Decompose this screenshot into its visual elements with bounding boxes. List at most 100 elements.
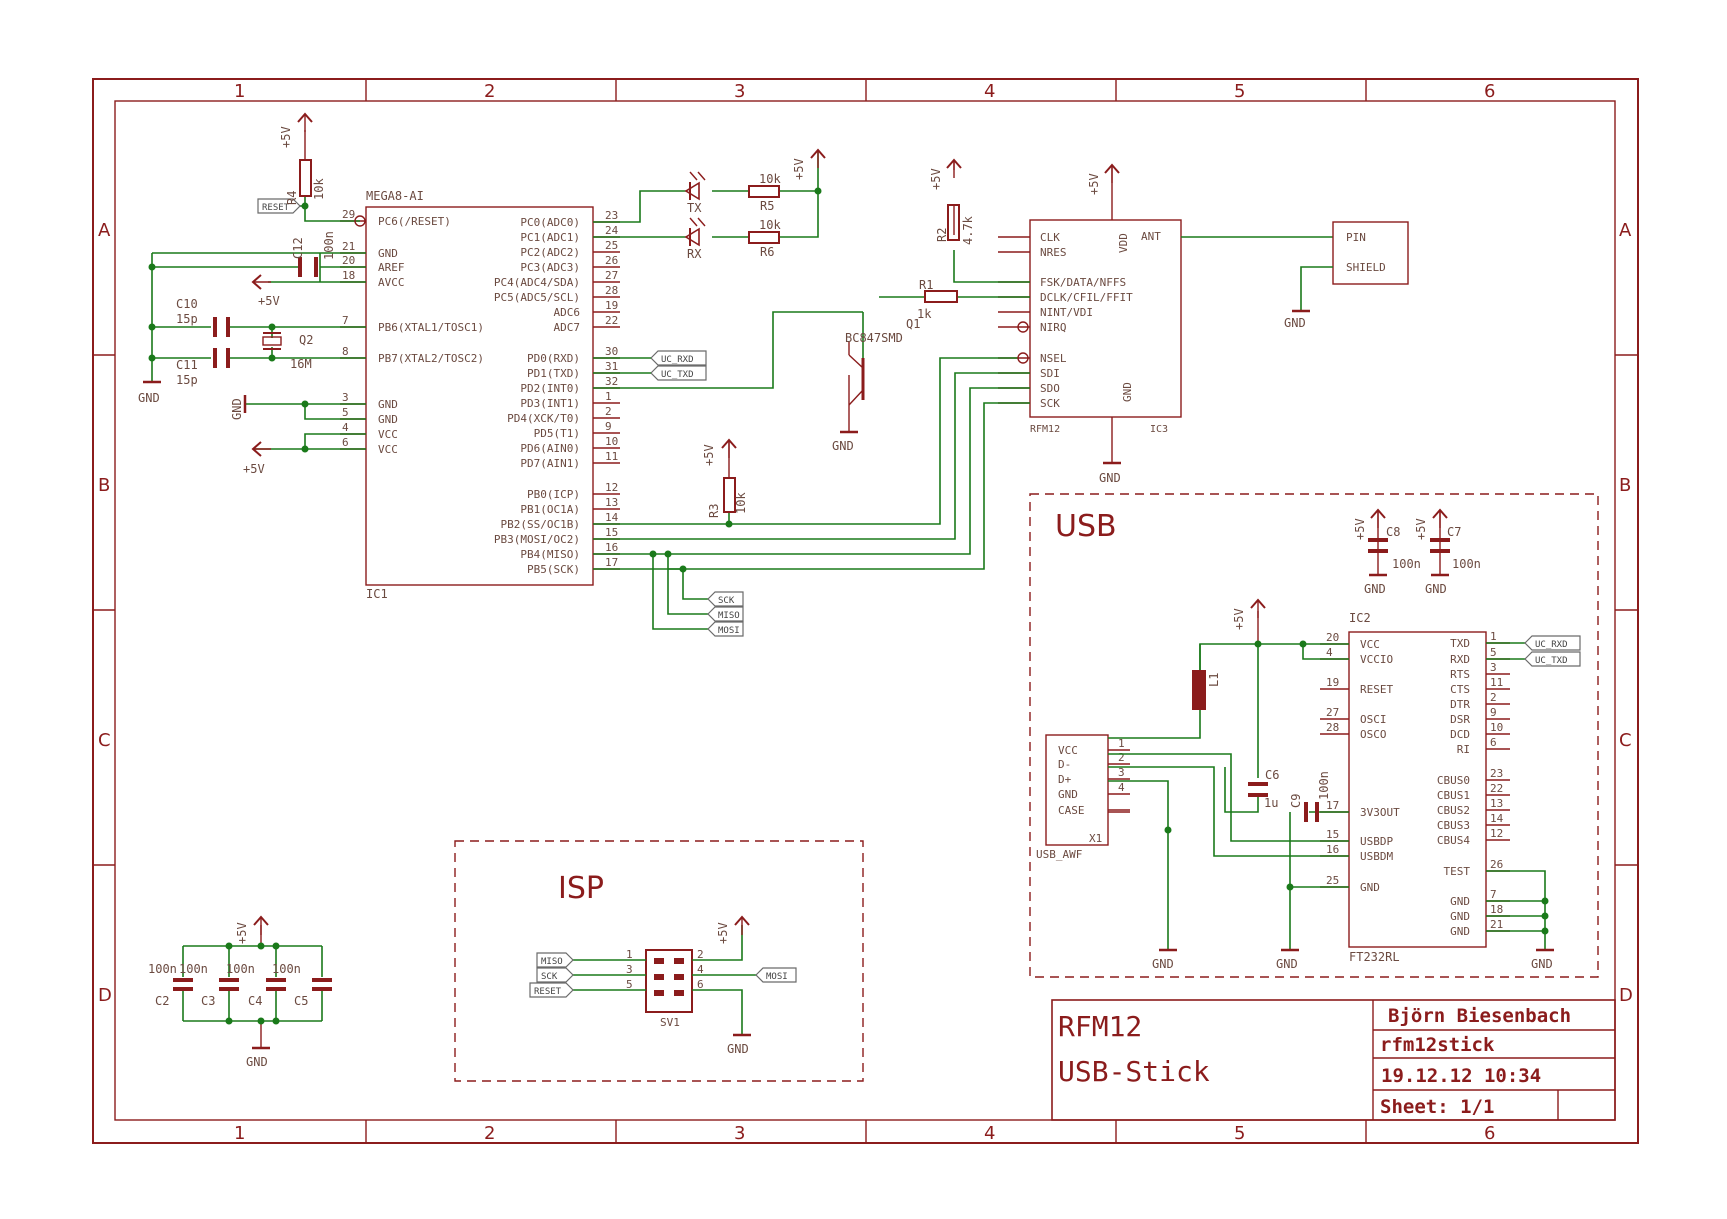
frame-col-label-top: 3 [734,81,745,102]
x1-name-label: X1 [1089,832,1102,845]
r6-value: 10k [759,218,781,232]
decoupling-cap-value: 100n [148,962,177,976]
ic1-pin-number: 4 [342,421,349,434]
sheet-number: Sheet: 1/1 [1380,1096,1494,1118]
gnd-supply-symbol: GND [1099,461,1121,485]
ic1-pin-name: PD4(XCK/T0) [507,412,580,425]
wire-junction [268,354,276,362]
decoupling-cap-name: C5 [294,994,308,1008]
gnd-supply-symbol: GND [1152,948,1177,971]
ic1-pin-name: PB6(XTAL1/TOSC1) [378,321,484,334]
isp-section-title: ISP [558,871,604,906]
net-label-uc-txd: UC_TXD [650,365,707,381]
vcc-label: +5V [258,294,280,308]
vcc-label: +5V [792,158,806,180]
ic1-pin-name: ADC6 [554,306,581,319]
vcc-supply-symbol: +5V [792,148,826,180]
ic2-pin-number: 17 [1326,799,1339,812]
c9-name: C9 [1289,794,1303,808]
vcc-supply-symbol: +5V [279,112,313,148]
ic2-pin-number: 23 [1490,767,1503,780]
x1-pin-number: 1 [1118,737,1125,750]
date-stamp: 19.12.12 10:34 [1381,1065,1541,1087]
project-subtitle: USB-Stick [1058,1055,1210,1088]
ic1-part-label: MEGA8-AI [366,189,424,203]
ic1-pin-name: GND [378,398,398,411]
gnd-label: GND [138,391,160,405]
ic2-ft232rl: IC2 FT232RL 20VCC4VCCIO19RESET27OSCI28OS… [1320,611,1510,964]
net-label-sck: SCK [707,591,744,607]
ic1-pin-name: PD2(INT0) [520,382,580,395]
ic1-pin-number: 15 [605,526,618,539]
frame-col-label-bottom: 6 [1484,1123,1495,1144]
vcc-supply-symbol: +5V [1353,508,1386,540]
ic1-pin-name: PB5(SCK) [527,563,580,576]
ic1-pin-number: 27 [605,269,618,282]
x1-pin-number: 2 [1118,751,1125,764]
q2-value: 16M [290,357,312,371]
author-name: Björn Biesenbach [1388,1005,1571,1027]
wire-junction [1164,826,1172,834]
ic1-pin-name: PD7(AIN1) [520,457,580,470]
svg-text:SCK: SCK [718,596,735,606]
vcc-label: +5V [1087,173,1101,195]
wire-junction [301,445,309,453]
sv1-pin-number: 3 [626,963,633,976]
c9-value: 100n [1317,771,1331,800]
frame-col-label-top: 2 [484,81,495,102]
gnd-label: GND [1284,316,1306,330]
q2-name: Q2 [299,333,313,347]
decoupling-cap-name: C4 [248,994,262,1008]
ic3-gnd-label: GND [1121,382,1134,402]
net-label-miso: MISO [536,952,574,968]
frame-row-label-left: A [98,220,111,241]
ic2-pin-name: RTS [1450,668,1470,681]
ic2-pin-name: GND [1450,895,1470,908]
r4-value: 10k [312,178,326,200]
ic1-pin-number: 24 [605,224,619,237]
gnd-label: GND [230,398,244,420]
ic2-pin-number: 12 [1490,827,1503,840]
ic1-pin-number: 7 [342,314,349,327]
wire-junction [1541,912,1549,920]
svg-text:MISO: MISO [718,611,740,621]
c7-value: 100n [1452,557,1481,571]
ic2-pin-name: CBUS2 [1437,804,1470,817]
ic2-pin-name: CBUS1 [1437,789,1470,802]
gnd-supply-symbol: GND [1276,948,1299,971]
r5-value: 10k [759,172,781,186]
gnd-supply-symbol: GND [1364,573,1387,596]
wire-junction [272,942,280,950]
ic1-pin-number: 21 [342,240,355,253]
ic2-part-label: FT232RL [1349,950,1400,964]
x1-pin-name: VCC [1058,744,1078,757]
wire-junction [225,942,233,950]
vcc-supply-symbol: +5V [1414,508,1448,540]
wire-junction [814,187,822,195]
r4-name: R4 [285,191,299,205]
ic1-pin-number: 23 [605,209,618,222]
ic1-pin-name: PC6(/RESET) [378,215,451,228]
ic1-pin-name: PD5(T1) [534,427,580,440]
svg-text:UC_TXD: UC_TXD [1535,656,1568,666]
wire-junction [148,263,156,271]
gnd-label: GND [1425,582,1447,596]
ic2-pin-name: USBDP [1360,835,1393,848]
c11-name: C11 [176,358,198,372]
vcc-supply-symbol: +5V [702,438,737,466]
gnd-supply-symbol: GND [246,1046,270,1069]
ic1-pin-number: 20 [342,254,355,267]
wire-junction [272,1017,280,1025]
gnd-supply-symbol: GND [1284,309,1310,330]
ic2-pin-number: 6 [1490,736,1497,749]
c8-name: C8 [1386,525,1400,539]
gnd-label: GND [832,439,854,453]
vcc-label: +5V [243,462,265,476]
x1-pin-name: GND [1058,788,1078,801]
vcc-supply-symbol: +5V [716,915,750,944]
svg-text:RESET: RESET [534,987,562,997]
ic1-pin-name: VCC [378,443,398,456]
frame-row-label-right: D [1619,985,1633,1006]
